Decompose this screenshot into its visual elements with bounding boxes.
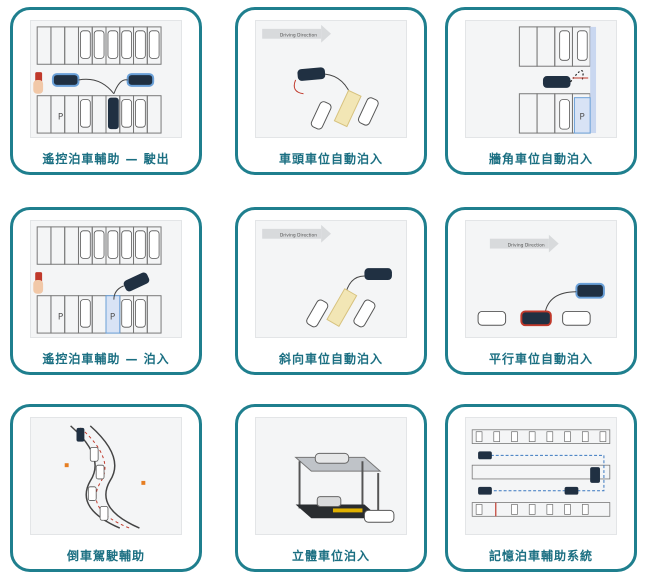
corner-slot-illustration: P — [465, 20, 617, 138]
feature-card-remote-park[interactable]: P P 遙控泊車輔助 — 泊入 — [10, 207, 202, 375]
driving-direction-label: Driving Direction — [280, 233, 317, 239]
caption-parallel-slot: 平行車位自動泊入 — [488, 352, 593, 366]
feature-card-memory-parking[interactable]: 記憶泊車輔助系統 — [445, 404, 637, 572]
caption-stacked-garage: 立體車位泊入 — [291, 549, 370, 563]
feature-card-parallel-slot[interactable]: Driving Direction 平行車位自動泊入 — [445, 207, 637, 375]
stacked-garage-illustration — [255, 417, 407, 535]
head-in-illustration: Driving Direction — [255, 20, 407, 138]
feature-card-corner-slot[interactable]: P 牆角車位自動泊入 — [445, 7, 637, 175]
caption-remote-exit: 遙控泊車輔助 — 駛出 — [42, 152, 170, 166]
reverse-assist-illustration — [30, 417, 182, 535]
svg-text:P: P — [58, 112, 64, 122]
feature-card-stacked-garage[interactable]: 立體車位泊入 — [235, 404, 427, 572]
remote-exit-illustration: P — [30, 20, 182, 138]
feature-card-head-in[interactable]: Driving Direction 車頭車位自動泊入 — [235, 7, 427, 175]
angled-slot-illustration: Driving Direction — [255, 220, 407, 338]
driving-direction-label: Driving Direction — [508, 243, 545, 249]
caption-corner-slot: 牆角車位自動泊入 — [488, 152, 593, 166]
svg-text:P: P — [110, 312, 116, 322]
svg-text:P: P — [58, 312, 64, 322]
driving-direction-label: Driving Direction — [280, 33, 317, 39]
caption-reverse-assist: 倒車駕駛輔助 — [66, 549, 145, 563]
feature-card-reverse-assist[interactable]: 倒車駕駛輔助 — [10, 404, 202, 572]
caption-angled-slot: 斜向車位自動泊入 — [278, 352, 383, 366]
parallel-slot-illustration: Driving Direction — [465, 220, 617, 338]
memory-parking-illustration — [465, 417, 617, 535]
caption-remote-park: 遙控泊車輔助 — 泊入 — [42, 352, 170, 366]
feature-card-remote-exit[interactable]: P 遙控泊車輔助 — 駛出 — [10, 7, 202, 175]
caption-memory-parking: 記憶泊車輔助系統 — [488, 549, 593, 563]
feature-card-angled-slot[interactable]: Driving Direction 斜向車位自動泊入 — [235, 207, 427, 375]
svg-text:P: P — [579, 112, 585, 122]
remote-park-illustration: P P — [30, 220, 182, 338]
caption-head-in: 車頭車位自動泊入 — [278, 152, 383, 166]
